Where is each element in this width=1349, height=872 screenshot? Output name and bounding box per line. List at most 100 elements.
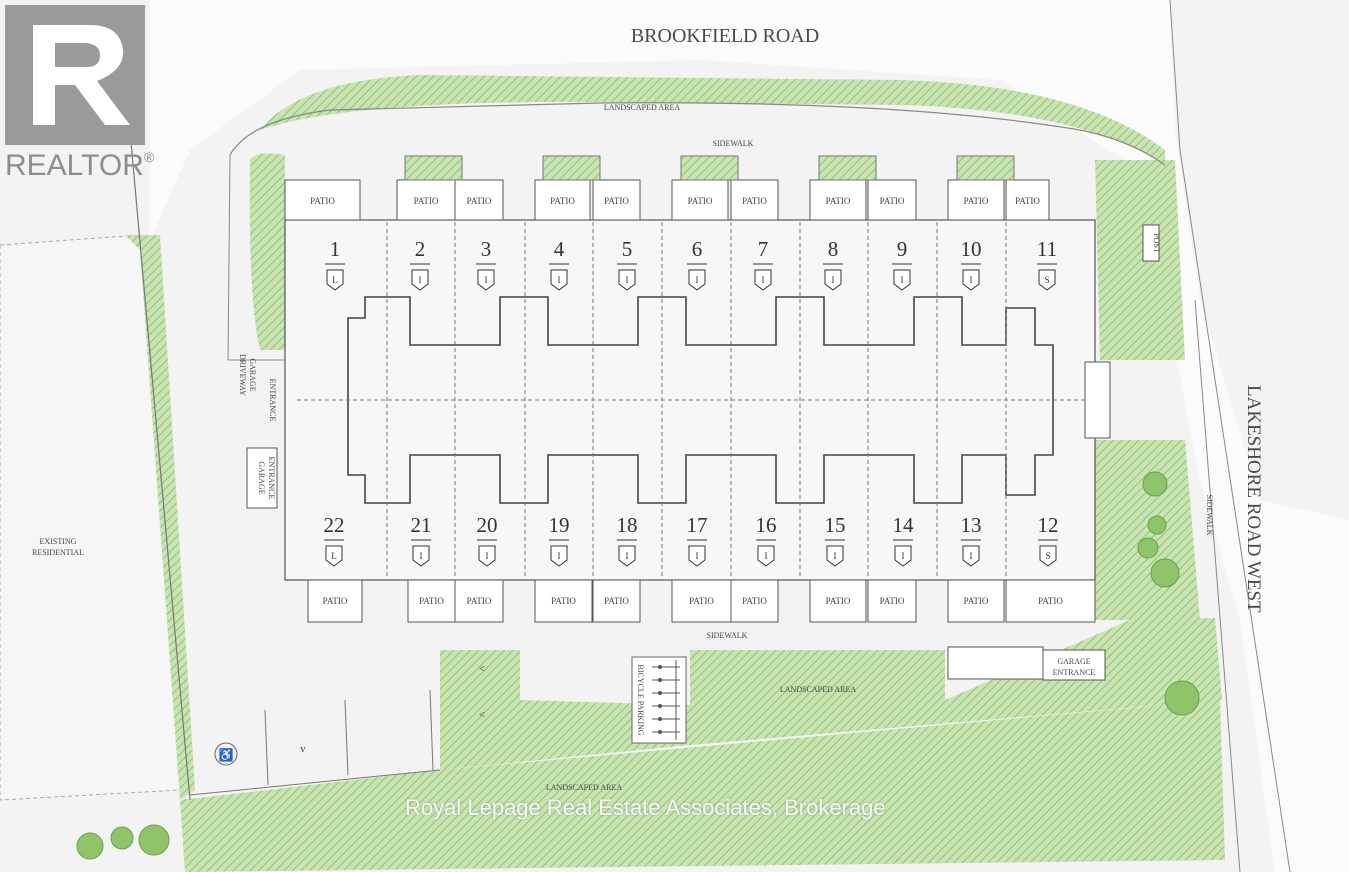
unit-type-label: I [832, 275, 835, 285]
curb-south [189, 769, 441, 796]
patio-label: PATIO [742, 196, 767, 206]
planter [956, 155, 1015, 181]
patio-label: PATIO [414, 196, 439, 206]
landscaped-area-top [260, 75, 1165, 165]
parking-line [429, 689, 434, 771]
unit-type-badge [754, 269, 772, 291]
parking-line [264, 709, 269, 786]
patio-label: PATIO [310, 196, 335, 206]
bike-rack-post [658, 730, 662, 734]
garage-entrance-west-box [246, 447, 278, 509]
patio-label: PATIO [467, 196, 492, 206]
brokerage-watermark: Royal Lepage Real Estate Associates, Bro… [405, 795, 886, 820]
unit-type-label: I [419, 275, 422, 285]
unit-type-label: I [902, 551, 905, 561]
patio-label: PATIO [1015, 196, 1040, 206]
unit-type-badge [326, 269, 344, 291]
tree-icon [76, 832, 104, 860]
patio [1005, 179, 1050, 221]
parking-arrow: v [300, 743, 306, 755]
underground-garage-outline [347, 296, 1054, 504]
patio-label: PATIO [551, 596, 576, 606]
patio [534, 179, 591, 221]
unit-type-label: I [762, 275, 765, 285]
unit-type-badge [477, 269, 495, 291]
unit-number: 6 [692, 237, 703, 261]
garage-ramp [947, 646, 1044, 680]
tree-icon [1150, 558, 1180, 588]
road-edge-east [1179, 149, 1291, 872]
unit-type-badge [411, 269, 429, 291]
landscaped-area-small [440, 650, 690, 770]
planter [818, 155, 877, 181]
unit-type-label: I [765, 551, 768, 561]
tree-icon [1147, 515, 1167, 535]
garage-driveway-line3: ENTRANCE [268, 379, 277, 422]
unit-type-label: I [970, 275, 973, 285]
realtor-logo: REALTOR® [5, 5, 157, 185]
patio-label: PATIO [826, 196, 851, 206]
landscaped-area-label-bottom: LANDSCAPED AREA [546, 783, 622, 792]
post-label: POST [1152, 233, 1161, 253]
unit-type-label: S [1044, 275, 1049, 285]
unit-type-label: I [420, 551, 423, 561]
unit-number: 11 [1037, 237, 1057, 261]
garage-entrance-south-line2: ENTRANCE [1053, 668, 1096, 677]
unit-number: 7 [758, 237, 769, 261]
garage-entrance-west-line2: ENTRANCE [267, 457, 276, 500]
patio-label: PATIO [604, 196, 629, 206]
patio-label: PATIO [880, 196, 905, 206]
bike-rack-post [658, 704, 662, 708]
patio [809, 579, 867, 623]
patio [671, 179, 729, 221]
planter [680, 155, 739, 181]
parking-arrow: < [479, 709, 485, 721]
road-label-east: LAKESHORE ROAD WEST [1243, 385, 1264, 613]
unit-type-badge [478, 545, 496, 567]
accessible-parking-symbol: ♿ [219, 748, 234, 762]
patio [284, 179, 361, 221]
unit-number: 2 [415, 237, 426, 261]
unit-type-badge [1038, 269, 1056, 291]
unit-type-badge [688, 269, 706, 291]
patio [534, 579, 593, 623]
patio [867, 579, 917, 623]
sidewalk-edge-east [1194, 299, 1241, 872]
patio-label: PATIO [1038, 596, 1063, 606]
patio [809, 179, 867, 221]
landscaped-area-bottom [180, 700, 1225, 872]
townhouse-block: PATIO PATIO PATIO PATIO PATIO PATIO PATIO PATIO… [284, 155, 1111, 623]
parking-arrow: < [479, 663, 485, 675]
curb-west [227, 154, 285, 361]
patio-label: PATIO [689, 596, 714, 606]
patio [730, 579, 779, 623]
unit-type-label: I [485, 275, 488, 285]
sidewalk-label-top: SIDEWALK [713, 139, 754, 148]
unit-type-badge [894, 545, 912, 567]
unit-type-badge [893, 269, 911, 291]
unit-type-label: I [626, 275, 629, 285]
unit-number: 19 [549, 513, 570, 537]
landscaped-area-northeast [1095, 160, 1185, 360]
patio [947, 179, 1005, 221]
garage-entrance-south-box [1042, 649, 1106, 681]
unit-type-label: S [1045, 551, 1050, 561]
patio-label: PATIO [826, 596, 851, 606]
unit-number: 21 [411, 513, 432, 537]
unit-type-badge [688, 545, 706, 567]
landscaped-area-label-top: LANDSCAPED AREA [604, 103, 680, 112]
patio-label: PATIO [604, 596, 629, 606]
landscaped-area-west [249, 153, 285, 350]
unit-number: 4 [554, 237, 565, 261]
property-line-west [124, 74, 191, 801]
patio [730, 179, 779, 221]
unit-type-label: I [486, 551, 489, 561]
patio-label: PATIO [964, 196, 989, 206]
patio [307, 579, 363, 623]
garage-entrance-south-line1: GARAGE [1057, 657, 1090, 666]
unit-type-label: I [834, 551, 837, 561]
post-box [1142, 224, 1160, 262]
unit-number: 1 [330, 237, 341, 261]
patio-label: PATIO [964, 596, 989, 606]
